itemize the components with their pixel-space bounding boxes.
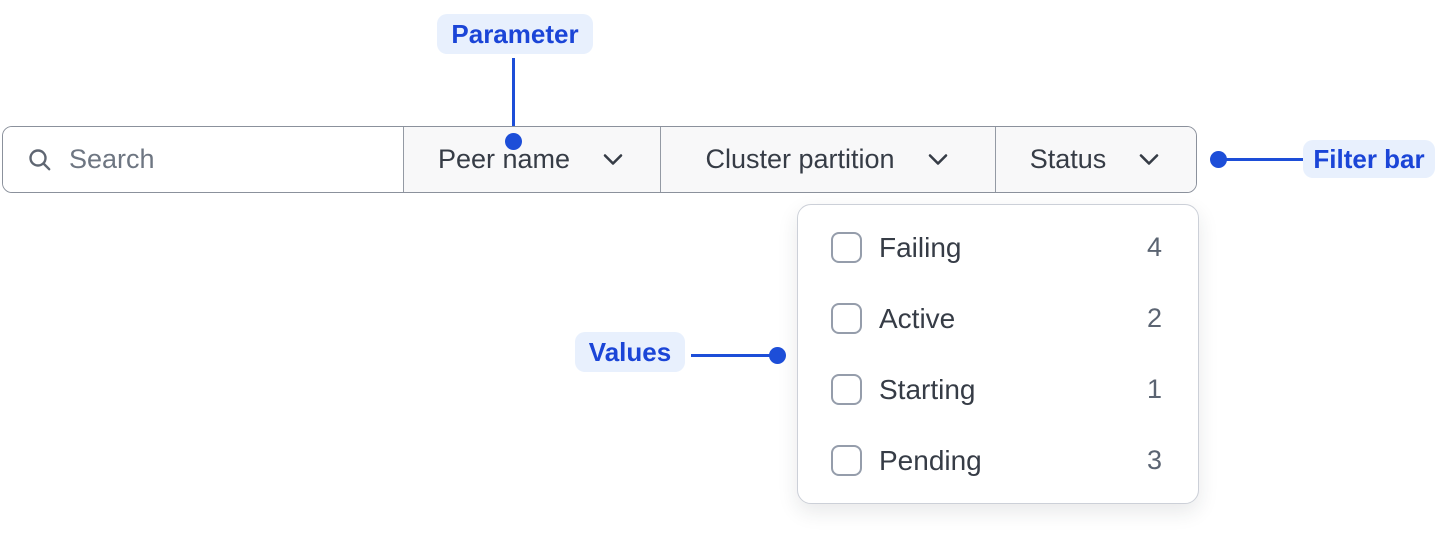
menu-item-label: Pending [879,444,982,476]
status-dropdown-label: Status [1029,144,1107,174]
peer-name-dropdown-label: Peer name [437,144,571,174]
status-values-menu: Failing 4 Active 2 Starting 1 Pending 3 [797,204,1199,504]
chevron-down-icon [925,152,951,170]
status-dropdown[interactable]: Status [995,127,1196,192]
parameter-connector-line [512,58,515,134]
filter-bar-connector-line [1219,158,1303,161]
menu-item-active[interactable]: Active 2 [798,283,1198,354]
menu-item-label: Starting [879,373,976,405]
active-checkbox[interactable] [831,303,862,334]
pending-checkbox[interactable] [831,445,862,476]
starting-checkbox[interactable] [831,374,862,405]
parameter-connector-dot [505,133,522,150]
peer-name-dropdown[interactable]: Peer name [403,127,660,192]
menu-item-label: Active [879,302,956,334]
search-input[interactable] [69,144,385,175]
menu-item-count: 4 [1146,232,1162,262]
filter-bar-annotation-badge: Filter bar [1303,140,1435,178]
values-connector-line [691,354,777,357]
menu-item-label: Failing [879,231,962,263]
menu-item-pending[interactable]: Pending 3 [798,425,1198,496]
parameter-annotation-badge: Parameter [437,14,593,54]
failing-checkbox[interactable] [831,232,862,263]
filter-bar-connector-dot [1210,151,1227,168]
search-field[interactable] [3,127,403,192]
menu-item-count: 3 [1146,445,1162,475]
values-connector-dot [769,347,786,364]
menu-item-starting[interactable]: Starting 1 [798,354,1198,425]
values-annotation-badge: Values [575,332,685,372]
search-icon [27,147,53,173]
cluster-partition-dropdown-label: Cluster partition [705,144,895,174]
filter-bar: Peer name Cluster partition Status [2,126,1197,193]
menu-item-count: 2 [1146,303,1162,333]
chevron-down-icon [1136,152,1162,170]
cluster-partition-dropdown[interactable]: Cluster partition [660,127,995,192]
chevron-down-icon [600,152,626,170]
menu-item-count: 1 [1146,374,1162,404]
menu-item-failing[interactable]: Failing 4 [798,212,1198,283]
